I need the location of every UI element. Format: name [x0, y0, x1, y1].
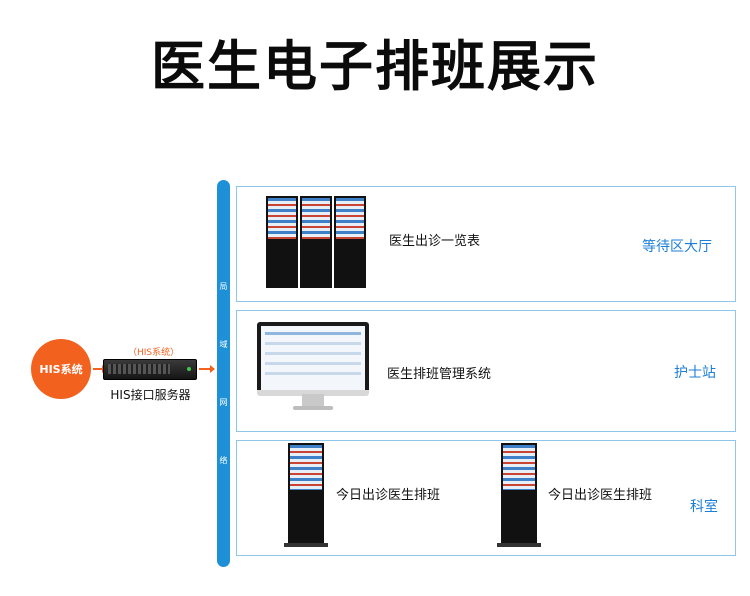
zone-label: 护士站: [674, 365, 716, 381]
lan-label-char: 络: [219, 456, 228, 465]
display-screen-icon: [266, 196, 298, 288]
his-system-node: HIS系统: [31, 339, 91, 399]
display-screen-icon: [334, 196, 366, 288]
kiosk-icon: [284, 443, 328, 547]
server-tag: （HIS系统）: [128, 348, 180, 358]
monitor-chin: [257, 390, 369, 396]
zone-label: 等待区大厅: [642, 239, 712, 255]
monitor-foot: [293, 406, 333, 410]
server-label: HIS接口服务器: [110, 388, 191, 402]
lan-label-char: 局: [219, 282, 228, 291]
panel-description: 今日出诊医生排班: [548, 488, 653, 503]
monitor-icon: [257, 322, 369, 394]
lan-label-char: 网: [219, 398, 228, 407]
arrow-server-to-network: [199, 365, 215, 373]
panel-description: 医生排班管理系统: [387, 367, 492, 382]
lan-bar: [217, 180, 230, 567]
panel-description: 医生出诊一览表: [389, 234, 481, 249]
zone-label: 科室: [690, 499, 718, 515]
kiosk-icon: [497, 443, 541, 547]
panel-description: 今日出诊医生排班: [336, 488, 441, 503]
arrow-his-to-server: [93, 365, 107, 373]
monitor-stand: [302, 394, 324, 406]
page-title: 医生电子排班展示: [151, 35, 599, 98]
lan-label-char: 域: [219, 340, 228, 349]
display-screen-icon: [300, 196, 332, 288]
server-icon: [103, 359, 197, 380]
